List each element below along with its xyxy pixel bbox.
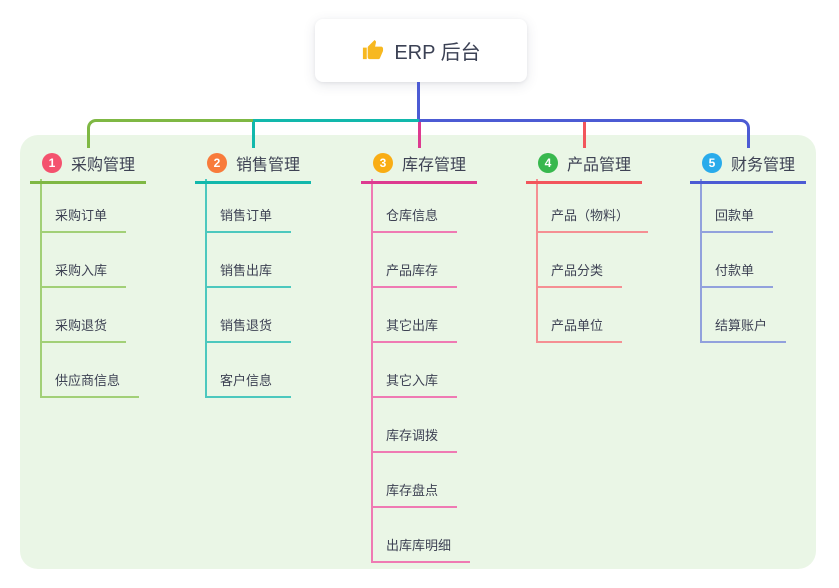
child-node[interactable]: 销售退货: [205, 317, 292, 343]
branch-header[interactable]: 2 销售管理: [195, 150, 311, 184]
child-label: 其它出库: [371, 317, 458, 343]
branch-number-badge: 3: [373, 153, 393, 173]
child-node[interactable]: 结算账户: [700, 317, 787, 343]
child-label: 库存盘点: [371, 482, 458, 508]
branch-title: 库存管理: [402, 157, 467, 174]
branch-drop-line: [418, 122, 421, 148]
child-node[interactable]: 出库库明细: [371, 537, 471, 563]
child-node[interactable]: 产品分类: [536, 262, 623, 288]
branch-child-connector: [371, 179, 373, 563]
branch-number-badge: 1: [42, 153, 62, 173]
bus-segment-green: [99, 119, 253, 122]
child-label: 供应商信息: [40, 372, 140, 398]
child-node[interactable]: 产品库存: [371, 262, 458, 288]
child-node[interactable]: 其它出库: [371, 317, 458, 343]
child-label: 其它入库: [371, 372, 458, 398]
root-title: ERP 后台: [394, 42, 481, 64]
child-label: 采购订单: [40, 207, 127, 233]
child-node[interactable]: 采购订单: [40, 207, 127, 233]
child-label: 回款单: [700, 207, 774, 233]
branch-title: 产品管理: [567, 157, 632, 174]
branch-title: 销售管理: [236, 157, 301, 174]
child-label: 销售退货: [205, 317, 292, 343]
child-label: 客户信息: [205, 372, 292, 398]
child-node[interactable]: 产品单位: [536, 317, 623, 343]
thumbs-up-icon: [361, 39, 384, 62]
root-connector-line: [417, 82, 420, 119]
branch-number-badge: 4: [538, 153, 558, 173]
child-label: 出库库明细: [371, 537, 471, 563]
child-node[interactable]: 回款单: [700, 207, 774, 233]
child-node[interactable]: 销售出库: [205, 262, 292, 288]
child-label: 产品分类: [536, 262, 623, 288]
child-node[interactable]: 销售订单: [205, 207, 292, 233]
child-label: 仓库信息: [371, 207, 458, 233]
child-label: 库存调拨: [371, 427, 458, 453]
branch-child-connector: [205, 179, 207, 398]
branch-header[interactable]: 4 产品管理: [526, 150, 642, 184]
branch-header[interactable]: 5 财务管理: [690, 150, 806, 184]
child-node[interactable]: 付款单: [700, 262, 774, 288]
child-label: 采购入库: [40, 262, 127, 288]
branch-child-connector: [536, 179, 538, 343]
child-label: 产品单位: [536, 317, 623, 343]
child-label: 付款单: [700, 262, 774, 288]
bus-segment-teal: [253, 119, 419, 122]
branch-header[interactable]: 1 采购管理: [30, 150, 146, 184]
bus-corner-left: [87, 119, 102, 148]
branch-header[interactable]: 3 库存管理: [361, 150, 477, 184]
child-node[interactable]: 库存盘点: [371, 482, 458, 508]
branch-drop-line: [583, 122, 586, 148]
branch-child-connector: [700, 179, 702, 343]
child-node[interactable]: 采购退货: [40, 317, 127, 343]
child-label: 采购退货: [40, 317, 127, 343]
child-label: 产品（物料）: [536, 207, 649, 233]
child-node[interactable]: 产品（物料）: [536, 207, 649, 233]
child-node[interactable]: 采购入库: [40, 262, 127, 288]
child-node[interactable]: 仓库信息: [371, 207, 458, 233]
branch-title: 采购管理: [71, 157, 136, 174]
mindmap-panel: [20, 135, 816, 569]
child-node[interactable]: 其它入库: [371, 372, 458, 398]
branch-drop-line: [252, 122, 255, 148]
child-label: 产品库存: [371, 262, 458, 288]
branch-number-badge: 5: [702, 153, 722, 173]
branch-number-badge: 2: [207, 153, 227, 173]
child-node[interactable]: 客户信息: [205, 372, 292, 398]
child-label: 结算账户: [700, 317, 787, 343]
child-label: 销售订单: [205, 207, 292, 233]
bus-corner-right: [735, 119, 750, 148]
child-node[interactable]: 供应商信息: [40, 372, 140, 398]
child-label: 销售出库: [205, 262, 292, 288]
branch-title: 财务管理: [731, 157, 796, 174]
root-node[interactable]: ERP 后台: [315, 19, 527, 82]
bus-segment-blue: [419, 119, 739, 122]
child-node[interactable]: 库存调拨: [371, 427, 458, 453]
branch-child-connector: [40, 179, 42, 398]
